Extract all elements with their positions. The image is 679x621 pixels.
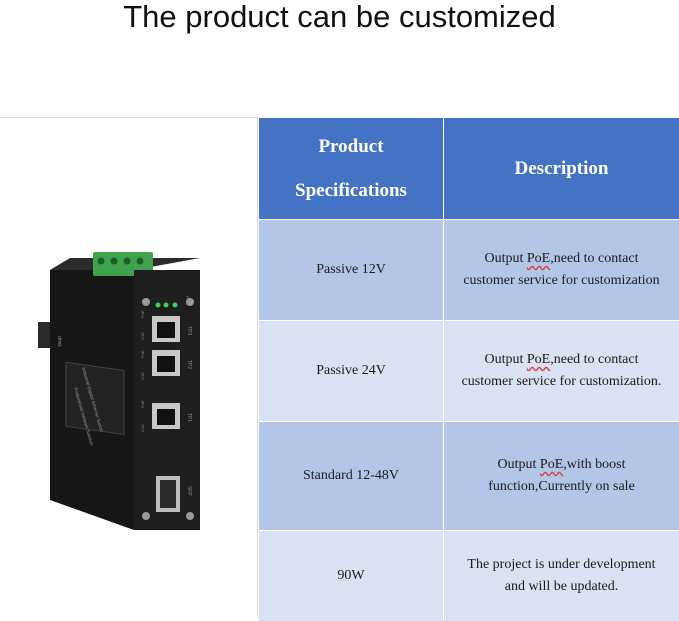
description-cell: Output PoE,need to contact customer serv… — [443, 320, 679, 422]
din-rail-clip — [38, 322, 52, 348]
spec-cell: Passive 24V — [258, 320, 444, 422]
page-headline: The product can be customized — [123, 0, 556, 34]
side-label — [65, 361, 125, 435]
led-icon — [155, 302, 161, 308]
port-label: SFP — [186, 486, 192, 496]
led-icon — [163, 302, 169, 308]
spec-cell: Passive 12V — [258, 219, 444, 321]
screw-icon — [186, 512, 194, 520]
spec-cell: Standard 12-48V — [258, 421, 444, 531]
description-cell: Output PoE,need to contact customer serv… — [443, 219, 679, 321]
led-label: PoE — [140, 350, 145, 358]
poe-switch-image: drink Industrial Gigabit Ethernet Switch… — [38, 252, 200, 530]
table-header-row: Product Specifications Description — [258, 117, 679, 220]
table-row: Standard 12-48V Output PoE,with boost fu… — [258, 421, 679, 531]
screw-icon — [142, 298, 150, 306]
led-label: PoE — [140, 400, 145, 408]
port-label: TP2 — [186, 360, 192, 369]
led-icon — [172, 302, 178, 308]
rj45-port-tp2 — [152, 350, 180, 376]
led-label: LNK — [140, 372, 145, 380]
description-cell: The project is under development and wil… — [443, 530, 679, 621]
header-specifications: Product Specifications — [258, 117, 444, 220]
description-cell: Output PoE,with boost function,Currently… — [443, 421, 679, 531]
led-label: LNK — [140, 332, 145, 340]
sfp-port — [156, 476, 180, 512]
led-label: LNK — [140, 424, 145, 432]
port-label: TP3 — [186, 326, 192, 335]
screw-icon — [142, 512, 150, 520]
table-row: Passive 12V Output PoE,need to contact c… — [258, 219, 679, 321]
rj45-port-tp3 — [152, 316, 180, 342]
product-photo-panel: drink Industrial Gigabit Ethernet Switch… — [0, 117, 258, 617]
spec-cell: 90W — [258, 530, 444, 621]
brand-text: drink — [56, 336, 62, 347]
table-row: Passive 24V Output PoE,need to contact c… — [258, 320, 679, 422]
spec-table: Product Specifications Description Passi… — [258, 117, 679, 621]
led-label: PoE — [140, 310, 145, 318]
rj45-port-tp1 — [152, 403, 180, 429]
table-row: 90W The project is under development and… — [258, 530, 679, 621]
screw-icon — [186, 298, 194, 306]
header-description: Description — [443, 117, 679, 220]
port-label: TP1 — [186, 413, 192, 422]
led-label: PWR — [185, 296, 190, 305]
